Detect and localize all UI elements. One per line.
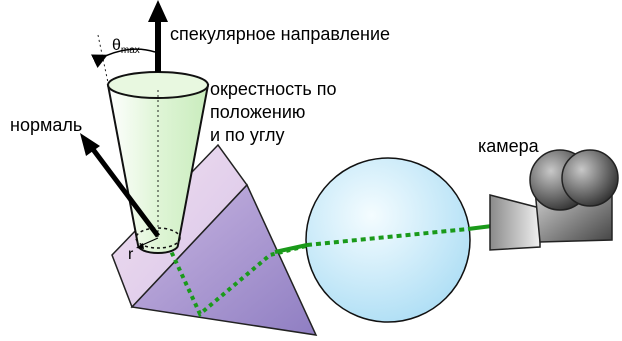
camera-reel-right <box>561 149 619 207</box>
radius-arrow-head <box>136 243 144 249</box>
label-neighborhood-1: окрестность по <box>210 79 336 99</box>
prism-front-face <box>130 183 318 336</box>
label-normal: нормаль <box>10 115 82 135</box>
cone-top <box>107 71 209 99</box>
specular-arrow-head <box>148 0 168 22</box>
label-radius: r <box>128 246 134 263</box>
label-theta-sub: max <box>121 45 140 56</box>
cone-bottom <box>135 227 181 249</box>
label-neighborhood-3: и по углу <box>210 125 285 145</box>
normal-arrow-head <box>80 133 100 156</box>
label-specular: спекулярное направление <box>170 24 390 44</box>
normal-arrow <box>90 146 160 238</box>
label-theta-symbol: θ <box>112 37 121 54</box>
sphere <box>305 157 471 323</box>
camera-lens <box>489 194 541 251</box>
light-path-exit <box>467 224 493 231</box>
label-neighborhood-2: положению <box>210 102 305 122</box>
theta-arc <box>90 48 156 69</box>
label-theta: θmax <box>112 37 140 56</box>
camera-icon <box>489 149 619 251</box>
label-camera: камера <box>478 136 540 156</box>
light-path-entry <box>274 243 308 254</box>
